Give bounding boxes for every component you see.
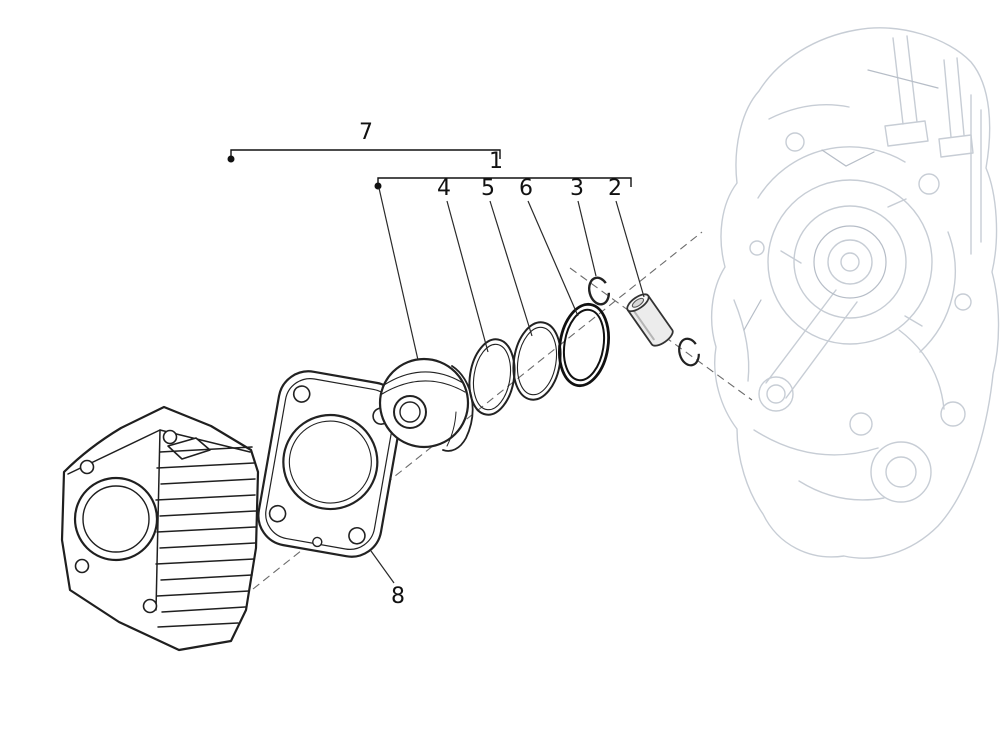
callout-6-label: 6	[519, 176, 533, 201]
piston-drawing	[378, 357, 474, 452]
callout-1-label: 1	[489, 149, 503, 174]
piston-ring-bottom-drawing	[558, 302, 610, 388]
callout-5-label: 5	[481, 176, 495, 201]
gasket-bore-hole	[282, 413, 379, 511]
bracket-7-dot	[227, 155, 235, 163]
piston-skirt	[442, 365, 474, 452]
gasket-bolt-hole	[348, 526, 366, 545]
head-silhouette	[60, 405, 260, 652]
callout-3-label: 3	[570, 176, 584, 201]
cylinder-head-drawing	[60, 405, 260, 652]
piston-ring-top-drawing	[468, 338, 516, 416]
leader-8	[370, 550, 395, 584]
bracket-1	[377, 177, 632, 187]
crankcase-ghost-drawing	[710, 27, 1000, 559]
piston-groove-line	[381, 380, 466, 395]
stud-ghost	[884, 35, 929, 147]
bore-circle-outer	[73, 476, 159, 562]
piston-groove-line	[383, 371, 464, 386]
callout-2-label: 2	[608, 176, 622, 201]
pin-bore	[631, 297, 645, 308]
cooling-fins	[155, 446, 257, 628]
piston-ring-middle-drawing	[512, 321, 562, 401]
callout-8-label: 8	[391, 584, 405, 609]
pin-axis-centerline	[569, 267, 753, 401]
bracket-7	[230, 149, 501, 159]
stud-ghost	[938, 57, 974, 158]
callout-7-label: 7	[359, 120, 373, 145]
leader-1	[378, 187, 419, 361]
gasket-bolt-hole	[268, 504, 287, 523]
gasket-drawing	[257, 370, 403, 558]
leader-6	[527, 200, 579, 317]
gasket-dowel-hole	[312, 536, 323, 548]
leader-4	[446, 200, 489, 353]
callout-4-label: 4	[437, 176, 451, 201]
bolt-hole	[142, 598, 158, 614]
pin-boss-outer	[393, 395, 427, 429]
leader-3	[577, 200, 597, 277]
leader-lines	[370, 187, 645, 584]
circlip-right-drawing	[678, 337, 700, 367]
pin-boss-inner	[399, 401, 421, 423]
bolt-hole	[162, 429, 178, 445]
gasket-bolt-hole	[292, 385, 311, 403]
bolt-hole	[79, 459, 95, 475]
wrist-pin-drawing	[626, 293, 674, 347]
leader-5	[489, 200, 533, 337]
crankcase-ghost-accents	[743, 69, 939, 331]
leader-2	[615, 200, 645, 298]
bolt-hole	[74, 558, 90, 574]
connecting-rod-ghost	[765, 289, 858, 399]
callouts: 7 1 4 5 6 3 2 8	[227, 120, 645, 609]
circlip-left-drawing	[587, 276, 611, 306]
bracket-1-dot	[374, 182, 382, 190]
bore-circle-inner	[82, 485, 150, 553]
